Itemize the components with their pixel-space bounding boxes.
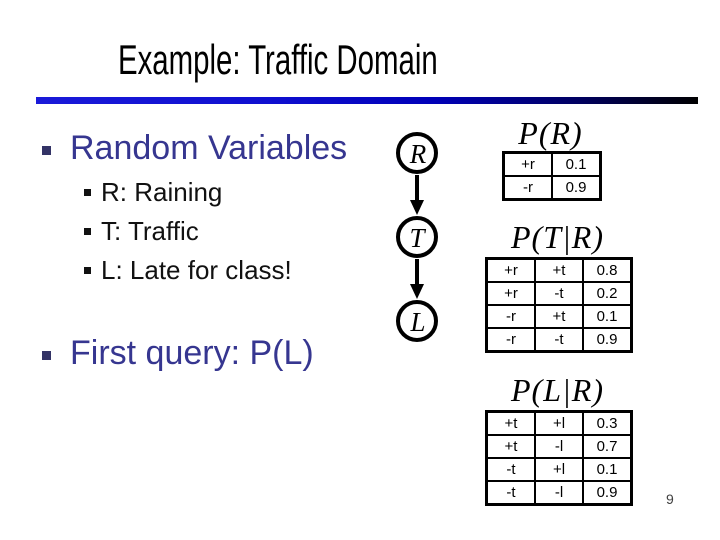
cell-condition: +r	[485, 281, 536, 306]
cell-condition: +t	[534, 304, 584, 329]
cell-probability: 0.9	[551, 175, 602, 201]
formula-p-t-given-r: P(T|R)	[511, 219, 604, 255]
formula-p-l-given-r: P(L|R)	[511, 372, 604, 408]
formula-p-r: P(R)	[518, 115, 583, 151]
table-row: +t +l 0.3	[485, 410, 633, 436]
cell-condition: -t	[534, 281, 584, 306]
cell-probability: 0.1	[551, 151, 602, 177]
table-row: -r -t 0.9	[485, 327, 633, 353]
sub-bullet-raining: R: Raining	[101, 177, 223, 207]
cell-probability: 0.9	[582, 480, 633, 506]
node-T-circle	[396, 216, 438, 258]
cpt-table-p-r: +r 0.1 -r 0.9	[502, 151, 602, 201]
bayes-net-diagram: R T L	[396, 132, 438, 342]
bullet-square-icon	[42, 351, 51, 360]
cell-condition: -t	[485, 480, 536, 506]
table-row: +r 0.1	[502, 151, 602, 177]
page-title: Example: Traffic Domain	[118, 36, 438, 83]
cell-condition: -t	[534, 327, 584, 353]
cell-probability: 0.1	[582, 457, 633, 482]
cell-condition: -r	[502, 175, 553, 201]
sub-bullet-late: L: Late for class!	[101, 255, 292, 285]
node-R-label: R	[409, 139, 427, 169]
table-row: +t -l 0.7	[485, 434, 633, 459]
bullet-square-icon	[84, 228, 91, 235]
cell-probability: 0.9	[582, 327, 633, 353]
table-row: -r +t 0.1	[485, 304, 633, 329]
bullet-square-icon	[42, 146, 51, 155]
table-row: +r +t 0.8	[485, 257, 633, 283]
cell-condition: -l	[534, 434, 584, 459]
cell-condition: +r	[502, 151, 553, 177]
edge-T-L-arrowhead-icon	[410, 284, 424, 299]
cell-condition: +l	[534, 457, 584, 482]
cell-probability: 0.7	[582, 434, 633, 459]
node-R-circle	[396, 132, 438, 174]
table-row: -t +l 0.1	[485, 457, 633, 482]
cell-condition: +r	[485, 257, 536, 283]
cell-probability: 0.1	[582, 304, 633, 329]
node-L-label: L	[409, 307, 425, 337]
edge-R-T-arrowhead-icon	[410, 200, 424, 215]
cell-condition: -t	[485, 457, 536, 482]
node-T-label: T	[409, 223, 426, 253]
table-row: +r -t 0.2	[485, 281, 633, 306]
cpt-table-p-l-given-r: +t +l 0.3 +t -l 0.7 -t +l 0.1 -t -l 0.9	[485, 410, 633, 506]
cell-probability: 0.8	[582, 257, 633, 283]
cell-probability: 0.3	[582, 410, 633, 436]
table-row: -r 0.9	[502, 175, 602, 201]
title-underline	[36, 97, 698, 104]
cell-condition: -l	[534, 480, 584, 506]
sub-bullet-traffic: T: Traffic	[101, 216, 199, 246]
cell-condition: -r	[485, 327, 536, 353]
cell-condition: +l	[534, 410, 584, 436]
table-row: -t -l 0.9	[485, 480, 633, 506]
page-number: 9	[666, 491, 674, 507]
bullet-random-variables: Random Variables	[70, 129, 348, 167]
cell-condition: +t	[485, 434, 536, 459]
bullet-square-icon	[84, 189, 91, 196]
bullet-first-query: First query: P(L)	[70, 334, 314, 372]
bullet-square-icon	[84, 267, 91, 274]
node-L-circle	[396, 300, 438, 342]
cell-condition: +t	[534, 257, 584, 283]
cell-condition: +t	[485, 410, 536, 436]
cpt-table-p-t-given-r: +r +t 0.8 +r -t 0.2 -r +t 0.1 -r -t 0.9	[485, 257, 633, 353]
cell-condition: -r	[485, 304, 536, 329]
cell-probability: 0.2	[582, 281, 633, 306]
